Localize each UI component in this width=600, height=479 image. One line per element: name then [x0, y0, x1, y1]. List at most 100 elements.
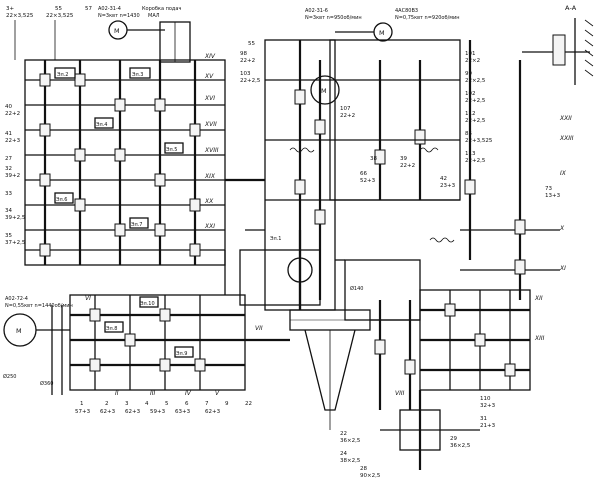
svg-text:XV: XV — [204, 73, 214, 80]
svg-text:Эл.4: Эл.4 — [96, 122, 107, 128]
svg-text:99: 99 — [465, 71, 472, 77]
svg-text:85: 85 — [465, 131, 472, 137]
middle-labels: 107 22+2 38 66 52+3 39 22+2 42 23+3 73 1… — [340, 106, 561, 199]
svg-text:Эл.2: Эл.2 — [57, 72, 68, 78]
svg-text:32+3: 32+3 — [480, 403, 496, 409]
svg-text:55: 55 — [55, 6, 62, 12]
svg-text:XX: XX — [204, 198, 214, 205]
svg-text:28: 28 — [360, 466, 367, 472]
svg-text:52+3: 52+3 — [360, 178, 376, 184]
feed-motor: M А02-31-4 N=3квт n=1430 Коробка подач М… — [98, 6, 191, 63]
svg-text:22+2: 22+2 — [240, 58, 255, 64]
svg-text:Ø360: Ø360 — [40, 380, 53, 387]
svg-text:22×2: 22×2 — [465, 58, 480, 64]
top-center-labels: 55 98 22+2 103 22+2,5 — [240, 41, 261, 84]
svg-text:57: 57 — [85, 6, 92, 12]
svg-text:22+2: 22+2 — [340, 113, 355, 119]
svg-text:XIX: XIX — [204, 173, 216, 180]
svg-text:24: 24 — [340, 451, 347, 457]
svg-text:XXIII: XXIII — [559, 135, 574, 142]
svg-text:23+3: 23+3 — [440, 183, 456, 189]
bottom-labels: 1 2 3 4 5 6 7 9 22 57+3 62+3 62+3 59+3 6… — [75, 401, 252, 415]
svg-text:9: 9 — [225, 401, 229, 407]
svg-text:42: 42 — [440, 176, 447, 182]
svg-text:3+: 3+ — [6, 6, 14, 12]
lower-right-labels: 22 36×2,5 24 38×2,5 28 90×2,5 29 36×2,5 … — [340, 396, 496, 479]
svg-text:107: 107 — [340, 106, 351, 112]
svg-text:N=0,75квт n=920об/мин: N=0,75квт n=920об/мин — [395, 15, 460, 21]
svg-text:22+2,5: 22+2,5 — [465, 158, 486, 164]
svg-text:22×3,525: 22×3,525 — [6, 13, 34, 19]
svg-text:XIV: XIV — [204, 53, 216, 60]
svg-text:VI: VI — [85, 295, 91, 302]
svg-text:VII: VII — [255, 325, 263, 332]
svg-text:62+3: 62+3 — [205, 409, 221, 415]
svg-text:73: 73 — [545, 186, 552, 192]
svg-text:27: 27 — [5, 156, 12, 162]
svg-text:XIII: XIII — [534, 335, 545, 342]
svg-text:22+2: 22+2 — [400, 163, 415, 169]
svg-text:32: 32 — [5, 166, 12, 172]
svg-text:XI: XI — [559, 265, 566, 272]
svg-text:22+3: 22+3 — [5, 138, 21, 144]
svg-text:31: 31 — [480, 416, 487, 422]
svg-text:XVIII: XVIII — [204, 147, 219, 154]
svg-text:2: 2 — [105, 401, 109, 407]
svg-text:7: 7 — [205, 401, 209, 407]
svg-text:22+2,5: 22+2,5 — [465, 118, 486, 124]
svg-text:XII: XII — [534, 295, 543, 302]
svg-text:Эл.5: Эл.5 — [166, 147, 177, 153]
svg-text:40: 40 — [5, 104, 12, 110]
svg-text:62+3: 62+3 — [100, 409, 116, 415]
svg-text:XXII: XXII — [559, 115, 572, 122]
svg-text:III: III — [150, 390, 156, 397]
svg-text:62+3: 62+3 — [125, 409, 141, 415]
svg-text:22: 22 — [245, 401, 252, 407]
svg-text:66: 66 — [360, 171, 367, 177]
svg-text:N=3квт n=950об/мин: N=3квт n=950об/мин — [305, 15, 362, 21]
svg-text:M: M — [379, 29, 385, 37]
svg-text:110: 110 — [480, 396, 491, 402]
svg-text:4АС80В3: 4АС80В3 — [395, 8, 418, 14]
svg-text:38: 38 — [370, 156, 377, 162]
svg-text:Эл.3: Эл.3 — [132, 72, 143, 78]
svg-text:37+2,5: 37+2,5 — [5, 240, 26, 246]
svg-text:XVII: XVII — [204, 121, 217, 128]
svg-text:22×3,525: 22×3,525 — [46, 13, 74, 19]
main-motor: M А02-31-6 N=3квт n=950об/мин 4АС80В3 N=… — [305, 8, 460, 105]
svg-text:35: 35 — [5, 233, 12, 239]
svg-text:M: M — [321, 87, 327, 95]
svg-text:36×2,5: 36×2,5 — [450, 443, 471, 449]
svg-text:XXI: XXI — [204, 223, 215, 230]
svg-text:13+3: 13+3 — [545, 193, 561, 199]
svg-text:5: 5 — [165, 401, 169, 407]
svg-text:X: X — [559, 225, 565, 232]
svg-text:IV: IV — [185, 390, 192, 397]
svg-text:МАЛ: МАЛ — [148, 13, 160, 19]
drive-motor: А02-72-4 N=0,55квт n=1440об/мин M Ø360 Ø… — [3, 296, 73, 395]
svg-text:Эл.1: Эл.1 — [270, 236, 281, 242]
svg-text:Ø140: Ø140 — [350, 285, 363, 292]
svg-text:Ø250: Ø250 — [3, 373, 16, 380]
svg-text:II: II — [115, 390, 119, 397]
svg-text:39+2,5: 39+2,5 — [5, 215, 26, 221]
svg-text:А02-31-6: А02-31-6 — [305, 8, 328, 14]
svg-text:VIII: VIII — [395, 390, 405, 397]
section-a-a: А-А — [522, 4, 594, 85]
svg-text:39+2: 39+2 — [5, 173, 20, 179]
svg-text:38×2,5: 38×2,5 — [340, 458, 361, 464]
feed-gearbox: Эл.2 Эл.3 Эл.4 Эл.5 Эл.6 Эл.7 — [24, 59, 226, 266]
svg-text:57+3: 57+3 — [75, 409, 91, 415]
svg-text:Коробка подач: Коробка подач — [142, 6, 181, 12]
svg-text:Эл.8: Эл.8 — [106, 326, 117, 332]
svg-text:А02-31-4: А02-31-4 — [98, 6, 121, 12]
svg-text:22×2,5: 22×2,5 — [465, 78, 486, 84]
svg-text:29: 29 — [450, 436, 457, 442]
svg-text:90×2,5: 90×2,5 — [360, 473, 381, 479]
svg-text:55: 55 — [248, 41, 255, 47]
svg-text:1: 1 — [80, 401, 84, 407]
svg-text:22+2: 22+2 — [5, 111, 20, 117]
svg-text:41: 41 — [5, 131, 12, 137]
top-left-labels: 3+ 22×3,525 55 22×3,525 57 — [6, 6, 92, 60]
